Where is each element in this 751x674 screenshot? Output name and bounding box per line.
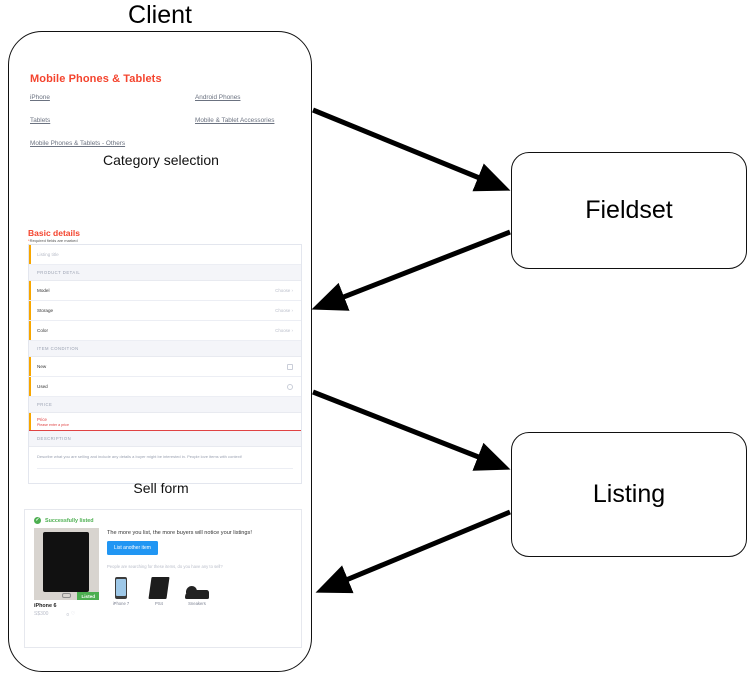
caption-category-selection: Category selection (103, 152, 219, 168)
arrow-category-to-fieldset (312, 107, 511, 192)
description-divider (37, 468, 293, 469)
required-accent-bar (29, 321, 31, 340)
condition-used-label: Used (37, 384, 48, 389)
price-label: Price (37, 417, 48, 422)
list-another-item-button[interactable]: List another item (107, 541, 158, 555)
listing-title-placeholder: Listing title (37, 252, 59, 257)
chevron-right-icon: › (291, 308, 293, 313)
category-link-android-phones[interactable]: Android Phones (195, 94, 241, 101)
field-storage[interactable]: Storage Choose › (29, 301, 301, 321)
listed-item-price: S$300 (34, 611, 49, 617)
field-model-value: Choose › (275, 288, 293, 293)
field-color[interactable]: Color Choose › (29, 321, 301, 341)
required-note-text: Required fields are marked (29, 238, 78, 243)
diagram-title: Client (128, 1, 192, 29)
required-accent-bar (29, 245, 31, 264)
likes-count: 0 (66, 611, 69, 617)
description-placeholder: Describe what you are selling and includ… (37, 454, 243, 459)
section-header-item-condition: ITEM CONDITION (29, 341, 301, 357)
check-circle-icon: ✓ (34, 517, 41, 524)
node-listing-label: Listing (592, 480, 666, 508)
phone-icon (107, 573, 135, 599)
listed-item-name: iPhone 6 (34, 603, 57, 609)
sell-form-required-note: *Required fields are marked (28, 238, 78, 243)
section-header-price: PRICE (29, 397, 301, 413)
required-asterisk: * (28, 238, 30, 243)
suggestion-label: PS4 (155, 601, 163, 606)
suggestion-note: People are searching for these items, do… (107, 564, 223, 569)
checkbox-icon[interactable] (287, 363, 293, 370)
category-link-iphone[interactable]: iPhone (30, 94, 50, 101)
category-link-accessories[interactable]: Mobile & Tablet Accessories (195, 117, 275, 124)
suggestion-sneakers[interactable]: Sneakers (183, 573, 211, 606)
shoe-icon (183, 573, 211, 599)
section-header-description: DESCRIPTION (29, 431, 301, 447)
suggestion-label: iPhone 7 (112, 601, 130, 606)
arrow-sell-form-to-listing (312, 389, 511, 471)
success-promo: The more you list, the more buyers will … (107, 528, 292, 617)
listed-item-likes: 0 ♡ (66, 611, 75, 617)
field-model[interactable]: Model Choose › (29, 281, 301, 301)
required-accent-bar (29, 413, 31, 430)
required-accent-bar (29, 357, 31, 376)
field-condition-used[interactable]: Used (29, 377, 301, 397)
field-storage-value: Choose › (275, 308, 293, 313)
category-column-left: iPhone Tablets Mobile Phones & Tablets -… (30, 90, 150, 159)
field-color-value: Choose › (275, 328, 293, 333)
caption-sell-form: Sell form (133, 480, 189, 496)
heart-icon[interactable]: ♡ (70, 611, 76, 617)
success-status-text: Successfully listed (45, 517, 94, 524)
field-price[interactable]: Price Please enter a price (29, 413, 301, 431)
field-listing-title[interactable]: Listing title (29, 245, 301, 265)
field-storage-label: Storage (37, 308, 54, 313)
arrow-fieldset-to-sell-form (311, 229, 511, 311)
category-heading: Mobile Phones & Tablets (30, 73, 162, 85)
node-fieldset[interactable]: Fieldset (511, 152, 747, 269)
radio-icon[interactable] (287, 383, 293, 390)
status-badge: Listed (77, 592, 99, 600)
chevron-right-icon: › (291, 288, 293, 293)
category-link-mobile-others[interactable]: Mobile Phones & Tablets - Others (30, 140, 126, 147)
success-headline: The more you list, the more buyers will … (107, 530, 252, 536)
listed-item-meta: iPhone 6 S$300 0 ♡ (34, 600, 99, 617)
suggestion-list: iPhone 7 PS4 Sneakers (107, 573, 292, 606)
listed-item-photo: Listed (34, 528, 99, 600)
category-column-right: Android Phones Mobile & Tablet Accessori… (195, 90, 311, 136)
required-accent-bar (29, 301, 31, 320)
node-listing[interactable]: Listing (511, 432, 747, 557)
condition-new-label: New (37, 364, 47, 369)
field-model-label: Model (37, 288, 50, 293)
success-body: Listed iPhone 6 S$300 0 ♡ (25, 528, 301, 617)
field-condition-new[interactable]: New (29, 357, 301, 377)
price-error-message: Please enter a price (37, 423, 69, 427)
suggestion-iphone-7[interactable]: iPhone 7 (107, 573, 135, 606)
console-icon (145, 573, 173, 599)
required-accent-bar (29, 377, 31, 396)
field-color-label: Color (37, 328, 48, 333)
node-fieldset-label: Fieldset (585, 196, 673, 224)
listed-item[interactable]: Listed iPhone 6 S$300 0 ♡ (34, 528, 99, 617)
suggestion-label: Sneakers (188, 601, 206, 606)
arrow-listing-to-success (315, 509, 511, 594)
required-accent-bar (29, 281, 31, 300)
field-description[interactable]: Describe what you are selling and includ… (29, 447, 301, 483)
section-header-product-detail: PRODUCT DETAIL (29, 265, 301, 281)
phone-home-button-shape (62, 593, 71, 598)
category-link-tablets[interactable]: Tablets (30, 117, 51, 124)
success-card: ✓ Successfully listed Listed iPhone 6 (24, 509, 302, 648)
client-phone-frame: Mobile Phones & Tablets iPhone Tablets M… (8, 31, 312, 672)
suggestion-ps4[interactable]: PS4 (145, 573, 173, 606)
chevron-right-icon: › (291, 328, 293, 333)
sell-form-heading: Basic details (28, 228, 80, 238)
success-status: ✓ Successfully listed (25, 510, 301, 528)
listed-item-stats: S$300 0 ♡ (34, 611, 99, 617)
phone-screen-shape (43, 532, 89, 592)
sell-form-card: Listing title PRODUCT DETAIL Model Choos… (28, 244, 302, 484)
